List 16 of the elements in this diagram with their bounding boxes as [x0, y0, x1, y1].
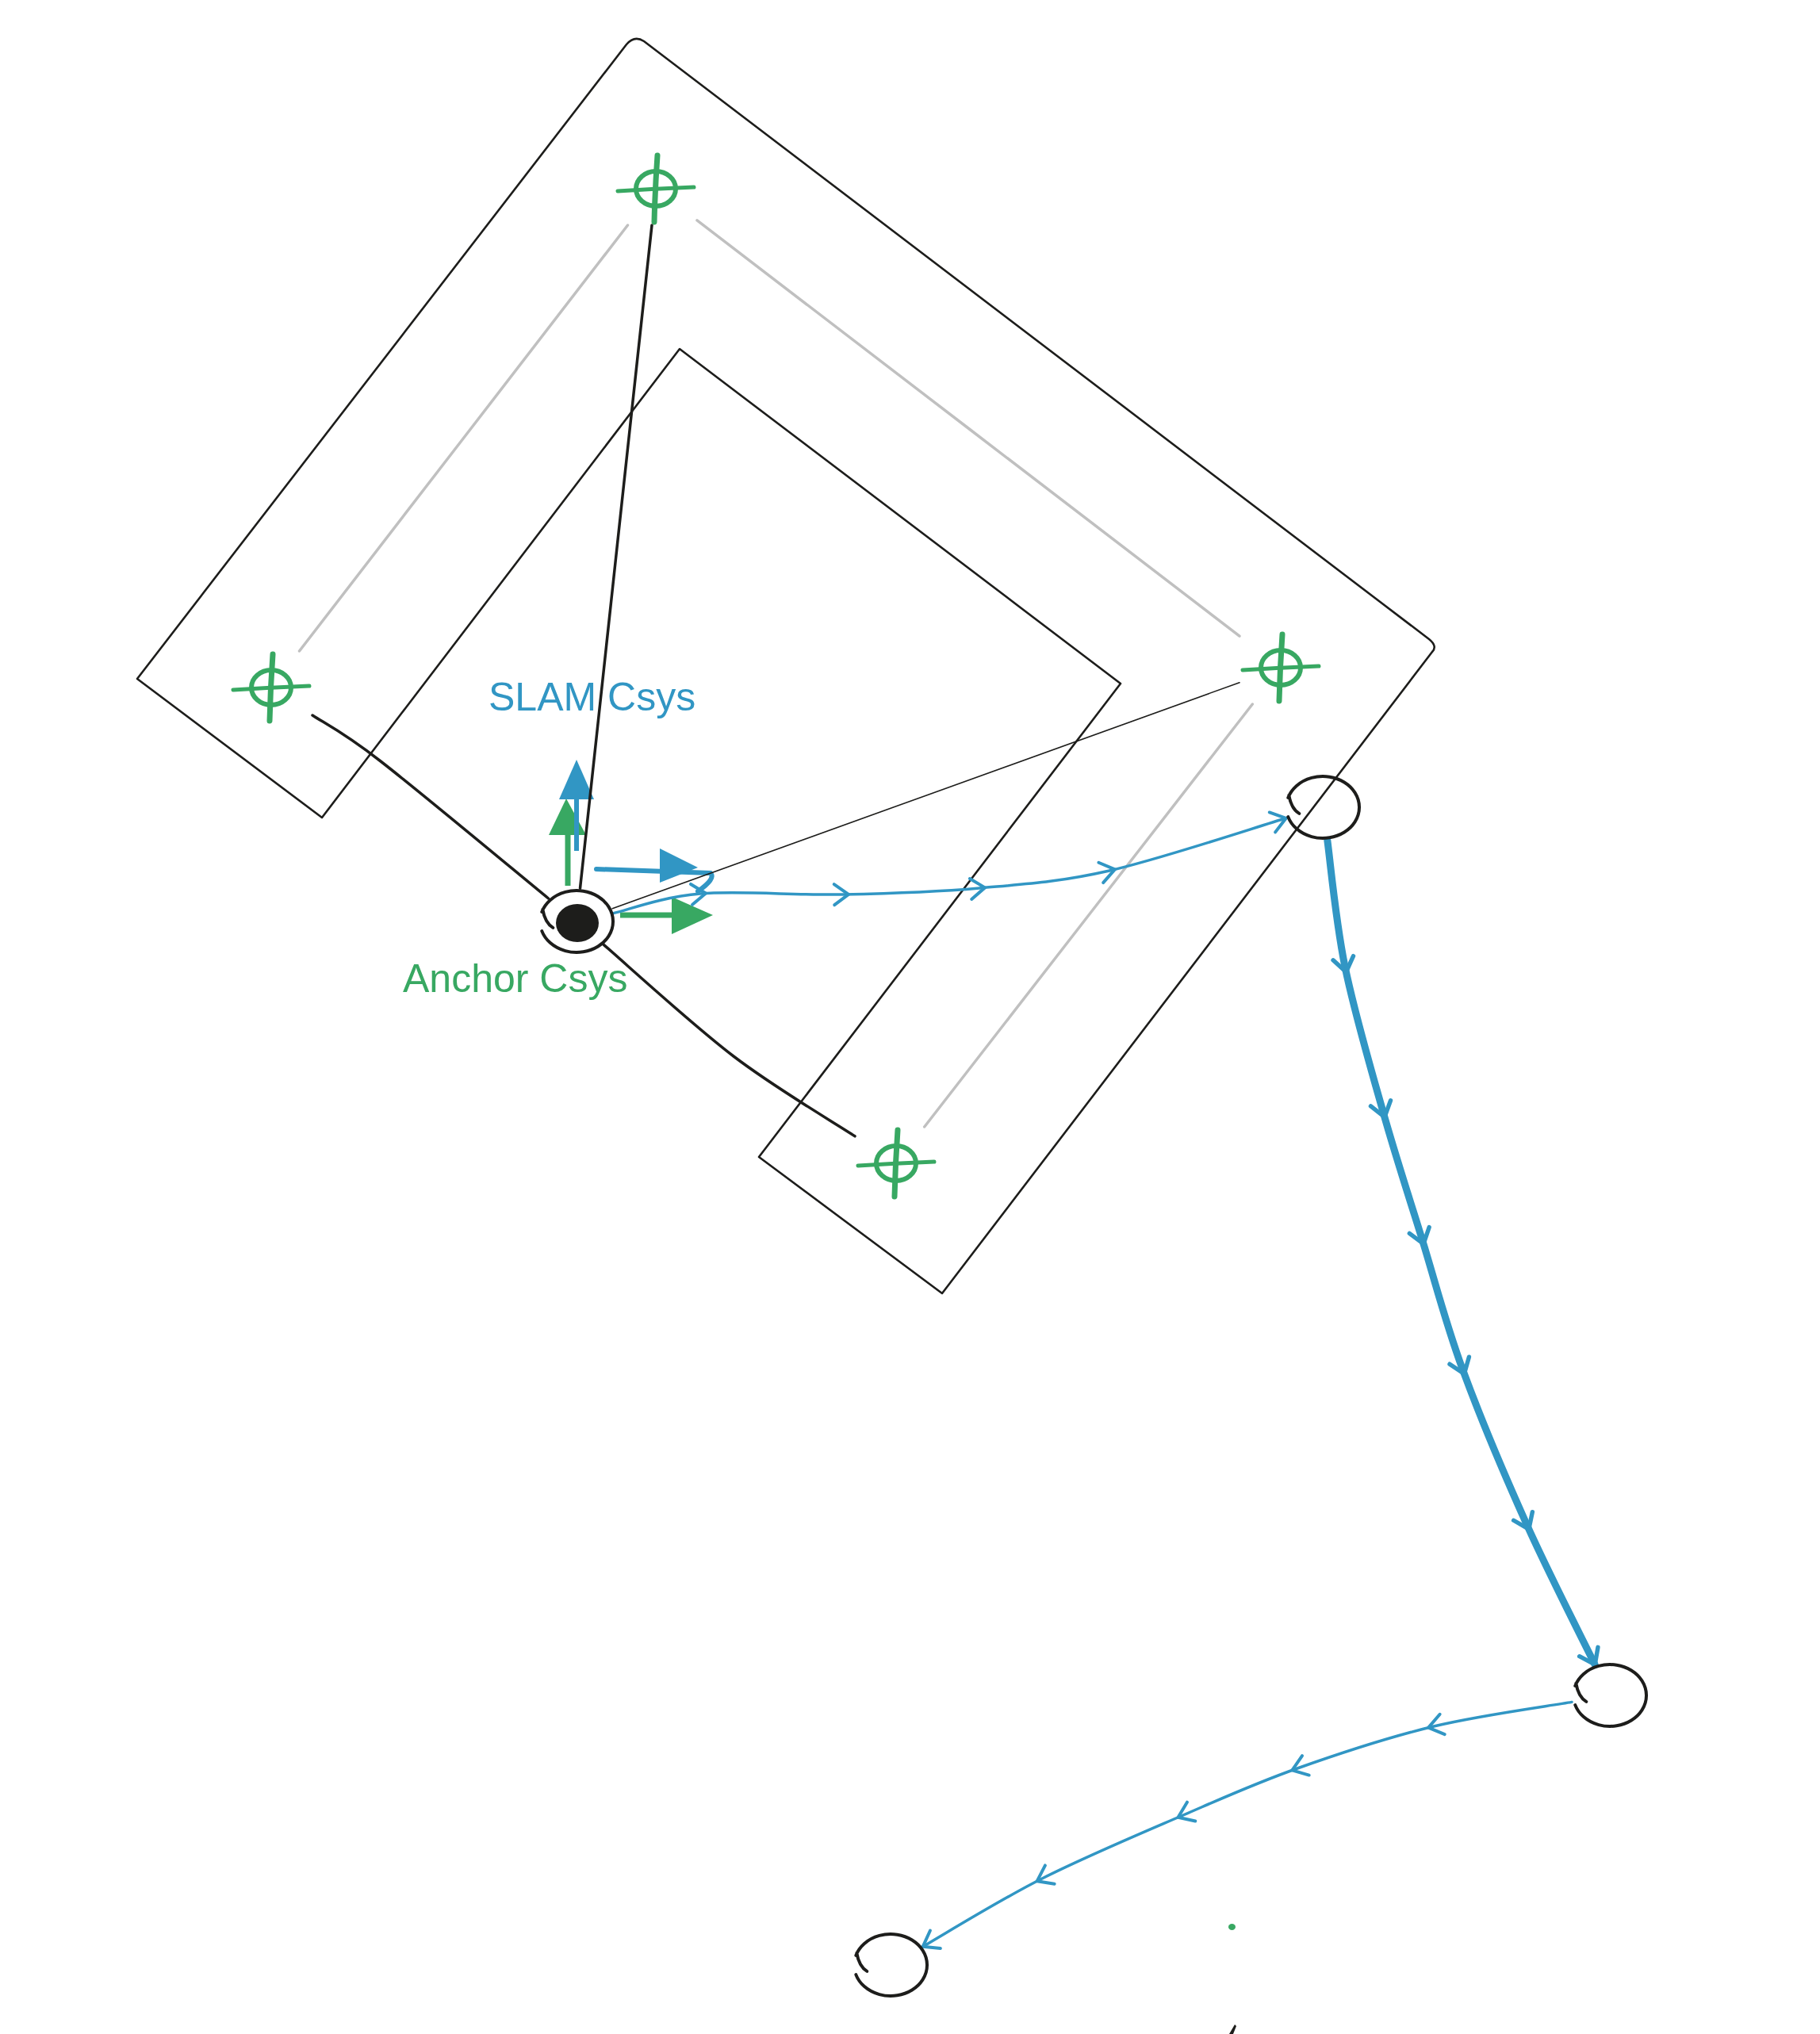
connector-line [311, 714, 550, 900]
connector-line [695, 219, 1241, 638]
connector-line [611, 681, 1240, 910]
connector-line [602, 943, 856, 1138]
axis-label: SLAM Csys [489, 674, 696, 721]
arrow [612, 810, 1288, 915]
connector-line [578, 224, 653, 890]
crosshair-icon [1240, 631, 1322, 704]
axis-label: Anchor Csys [403, 956, 628, 1002]
arrow [921, 1700, 1573, 1950]
arrow [1324, 837, 1600, 1668]
crosshair-icon [230, 651, 312, 724]
connector-line [922, 703, 1255, 1128]
crosshair-icon [855, 1127, 937, 1200]
connector-line [297, 224, 630, 653]
crosshair-icon [615, 152, 697, 225]
